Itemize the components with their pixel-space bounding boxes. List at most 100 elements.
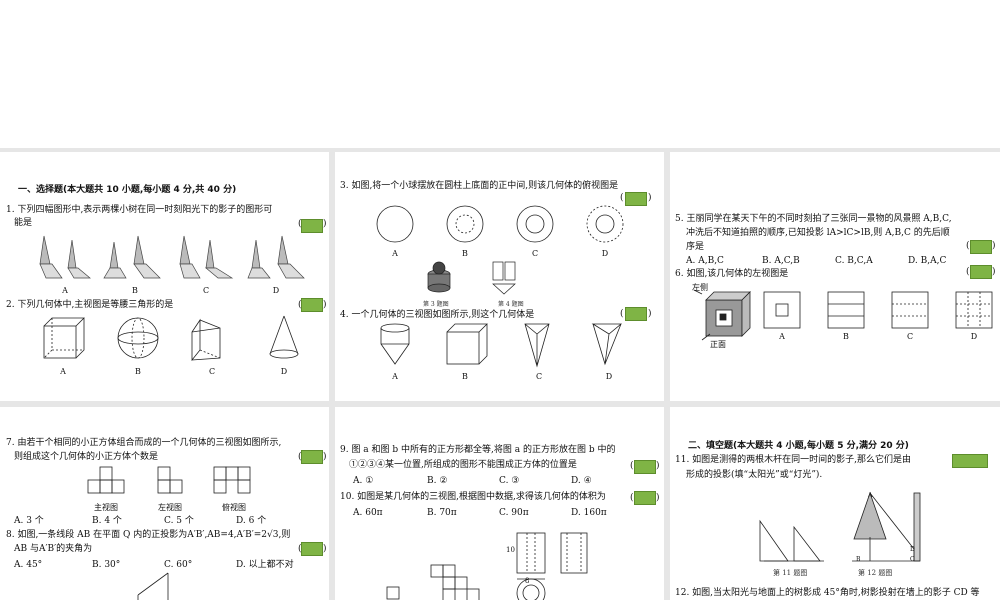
q4-option-b: B xyxy=(462,372,468,381)
q7-option-d: D. 6 个 xyxy=(236,516,267,526)
q9-option-d: D. ④ xyxy=(571,476,592,486)
q7-three-view-figures xyxy=(87,466,251,494)
q10-answer-box[interactable] xyxy=(634,491,656,505)
q3-option-a: A xyxy=(392,249,398,258)
q12-text: 12. 如图,当太阳光与地面上的树影成 45°角时,树影投射在墙上的影子 CD … xyxy=(675,588,980,598)
q6-answer-box[interactable] xyxy=(970,265,992,279)
q4-answer-box[interactable] xyxy=(625,307,647,321)
q3-option-c: C xyxy=(531,249,539,258)
panel-q9-q10: 9. 图 a 和图 b 中所有的正方形都全等,将图 a 的正方形放在图 b 中的… xyxy=(335,407,664,600)
q2-option-c: C xyxy=(208,367,216,376)
q7-text-line2: 则组成这个几何体的小正方体个数是 xyxy=(14,452,159,462)
q2-option-a: A xyxy=(60,367,66,376)
q2-text: 2. 下列几何体中,主视图是等腰三角形的是 xyxy=(6,300,174,310)
q1-option-d: D xyxy=(272,286,280,295)
q9-paren-close: ) xyxy=(656,461,660,471)
q6-option-b: B xyxy=(843,332,849,341)
q10-option-b: B. 70π xyxy=(427,508,457,518)
q9-answer-box[interactable] xyxy=(634,460,656,474)
q2-option-b: B xyxy=(135,367,141,376)
q6-front-label: 正面 xyxy=(710,340,726,349)
q11-answer-blank[interactable] xyxy=(952,454,988,468)
q1-text-line2: 能是 xyxy=(14,218,33,228)
q12-label-c: C xyxy=(910,556,915,563)
q2-option-d: D xyxy=(280,367,288,376)
q11-q12-figures xyxy=(759,491,921,562)
q10-option-d: D. 160π xyxy=(571,508,607,518)
q10-dim-10: 10 xyxy=(506,546,515,554)
q5-option-b: B. A,C,B xyxy=(762,256,800,266)
q7-option-c: C. 5 个 xyxy=(164,516,194,526)
q8-option-a: A. 45° xyxy=(14,560,43,570)
q4-paren-close: ) xyxy=(648,309,652,319)
q6-left-label: 左侧 xyxy=(692,283,708,292)
q6-figures xyxy=(693,289,993,341)
q10-option-c: C. 90π xyxy=(499,508,529,518)
q5-text-line1: 5. 王丽同学在某天下午的不同时刻拍了三张同一景物的风景照 A,B,C, xyxy=(675,214,952,224)
q7-paren-close: ) xyxy=(323,452,327,462)
q3-paren-open: ( xyxy=(620,193,624,203)
q9-text-line1: 9. 图 a 和图 b 中所有的正方形都全等,将图 a 的正方形放在图 b 中的 xyxy=(340,445,616,455)
q7-text-line1: 7. 由若干个相同的小正方体组合而成的一个几何体的三视图如图所示, xyxy=(6,438,282,448)
q1-text-line1: 1. 下列四幅图形中,表示两棵小树在同一时刻阳光下的影子的图形可 xyxy=(6,205,273,215)
q3-answer-box[interactable] xyxy=(625,192,647,206)
q4-option-d: D xyxy=(605,372,613,381)
q5-option-a: A. A,B,C xyxy=(686,256,724,266)
q8-projection-figure xyxy=(137,572,169,600)
q5-text-line3: 序是 xyxy=(686,242,705,252)
q7-paren-open: ( xyxy=(298,452,302,462)
q10-option-a: A. 60π xyxy=(353,508,383,518)
q8-text-line1: 8. 如图,一条线段 AB 在平面 Q 内的正投影为A′B′,AB=4,A′B′… xyxy=(6,530,291,540)
q1-option-c: C xyxy=(202,286,210,295)
q9-paren-open: ( xyxy=(630,461,634,471)
q8-option-c: C. 60° xyxy=(164,560,193,570)
q9-q10-figures xyxy=(386,532,588,600)
q5-paren-close: ) xyxy=(992,241,996,251)
q6-paren-close: ) xyxy=(992,267,996,277)
q8-paren-close: ) xyxy=(323,544,327,554)
q11-figure-caption: 第 11 题图 xyxy=(773,569,808,577)
q6-paren-open: ( xyxy=(966,267,970,277)
panel-q1-q2: 一、选择题(本大题共 10 小题,每小题 4 分,共 40 分) 1. 下列四幅… xyxy=(0,152,329,401)
q3-option-b: B xyxy=(462,249,468,258)
q7-front-view-label: 主视图 xyxy=(94,503,118,512)
q3-text: 3. 如图,将一个小球摆放在圆柱上底面的正中间,则该几何体的俯视图是 xyxy=(340,181,619,191)
q10-text: 10. 如图是某几何体的三视图,根据图中数据,求得该几何体的体积为 xyxy=(340,492,606,502)
q3-option-d: D xyxy=(601,249,609,258)
q8-option-d: D. 以上都不对 xyxy=(236,560,294,570)
q9-text-line2: ①②③④某一位置,所组成的图形不能围成正方体的位置是 xyxy=(349,460,577,470)
q1-answer-box[interactable] xyxy=(301,219,323,233)
q11-text-line1: 11. 如图是测得的两根木杆在同一时间的影子,那么它们是由 xyxy=(675,455,912,465)
q10-paren-open: ( xyxy=(630,493,634,503)
panel-q3-q4: 3. 如图,将一个小球摆放在圆柱上底面的正中间,则该几何体的俯视图是 ( ) A… xyxy=(335,152,664,401)
q4-option-c: C xyxy=(535,372,543,381)
q8-paren-open: ( xyxy=(298,544,302,554)
section1-title: 一、选择题(本大题共 10 小题,每小题 4 分,共 40 分) xyxy=(18,185,237,195)
q4-paren-open: ( xyxy=(620,309,624,319)
q12-label-d: D xyxy=(910,546,915,553)
q9-option-b: B. ② xyxy=(427,476,448,486)
q1-option-a: A xyxy=(62,286,68,295)
q7-answer-box[interactable] xyxy=(301,450,323,464)
q6-text: 6. 如图,该几何体的左视图是 xyxy=(675,269,789,279)
q6-option-a: A xyxy=(779,332,785,341)
q5-answer-box[interactable] xyxy=(970,240,992,254)
q4-figure-caption: 第 4 题图 xyxy=(498,301,524,308)
q2-answer-box[interactable] xyxy=(301,298,323,312)
q5-paren-open: ( xyxy=(966,241,970,251)
q12-label-a: A xyxy=(868,492,873,499)
q12-figure-caption: 第 12 题图 xyxy=(858,569,893,577)
q9-option-c: C. ③ xyxy=(499,476,520,486)
q5-option-d: D. B,A,C xyxy=(908,256,947,266)
q3-paren-close: ) xyxy=(648,193,652,203)
q9-option-a: A. ① xyxy=(353,476,374,486)
q1-tree-figures xyxy=(39,235,305,279)
q10-paren-close: ) xyxy=(656,493,660,503)
q8-answer-box[interactable] xyxy=(301,542,323,556)
section2-title: 二、填空题(本大题共 4 小题,每小题 5 分,满分 20 分) xyxy=(688,441,909,451)
q5-text-line2: 冲洗后不知道拍照的顺序,已知投影 lA>lC>lB,则 A,B,C 的先后顺 xyxy=(686,228,950,238)
q8-text-line2: AB 与A′B′的夹角为 xyxy=(14,544,93,554)
q2-paren-close: ) xyxy=(323,300,327,310)
q3-option-figures xyxy=(376,205,624,243)
q7-option-b: B. 4 个 xyxy=(92,516,122,526)
